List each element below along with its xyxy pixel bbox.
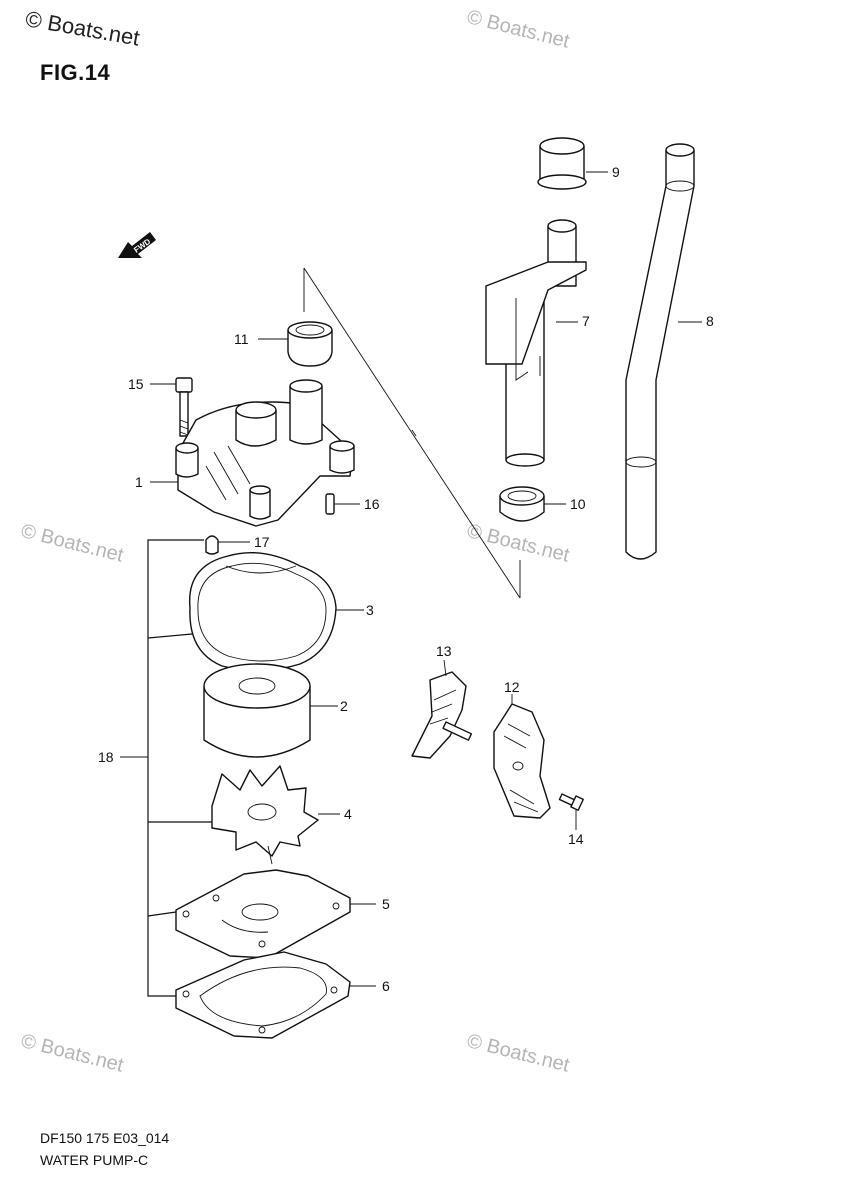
callout-3: 3: [366, 602, 374, 618]
part-10-grommet: [499, 486, 566, 522]
callout-6: 6: [382, 978, 390, 994]
part-6-gasket: [175, 951, 376, 1039]
callout-15: 15: [128, 376, 144, 392]
part-13-plate: [411, 659, 473, 759]
kit-18-bracket: [120, 539, 212, 997]
part-12-plate: [493, 694, 551, 819]
part-1-pump-case: [150, 379, 355, 527]
part-9-grommet: [537, 137, 608, 190]
callout-13: 13: [436, 643, 452, 659]
part-5-plate: [175, 869, 376, 959]
forward-arrow-icon: FWD: [118, 232, 156, 258]
diagram-name: WATER PUMP-C: [40, 1152, 149, 1168]
callout-4: 4: [344, 806, 352, 822]
part-3-liner: [188, 551, 364, 672]
callout-2: 2: [340, 698, 348, 714]
part-11-sleeve: [258, 321, 333, 367]
callout-7: 7: [582, 313, 590, 329]
part-2-insert: [203, 663, 338, 758]
callout-9: 9: [612, 164, 620, 180]
callout-1: 1: [135, 474, 143, 490]
callout-16: 16: [364, 496, 380, 512]
part-14-screw: [558, 793, 584, 830]
part-8-hose: [625, 143, 702, 560]
callout-14: 14: [568, 831, 584, 847]
callout-17: 17: [254, 534, 270, 550]
part-15-bolt: [150, 377, 193, 437]
callout-11: 11: [234, 331, 249, 347]
callout-8: 8: [706, 313, 714, 329]
part-4-impeller: [211, 765, 340, 865]
callout-18: 18: [98, 749, 114, 765]
part-16-pin: [325, 493, 360, 515]
diagram-code: DF150 175 E03_014: [40, 1130, 170, 1146]
assembly-guide-line: [303, 267, 521, 599]
part-7-water-tube: [485, 219, 587, 467]
callout-10: 10: [570, 496, 586, 512]
callout-12: 12: [504, 679, 520, 695]
part-17-key: [205, 535, 250, 555]
callout-5: 5: [382, 896, 390, 912]
figure-title: FIG.14: [40, 60, 111, 85]
